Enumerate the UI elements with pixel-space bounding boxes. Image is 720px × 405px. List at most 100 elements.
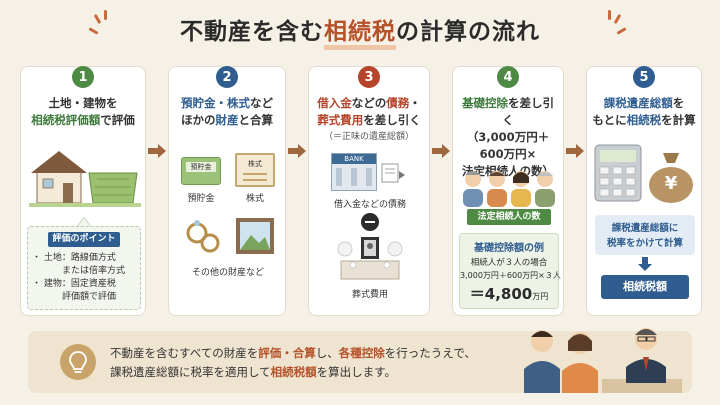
summary-text: 不動産を含むすべての財産を評価・合算し、各種控除を行ったうえで、 課税遺産総額に… [110,344,476,382]
step3-line2a: 葬式費用 [317,113,364,127]
summary-k2: 各種控除 [338,346,385,360]
step3-line1c: 債務 [386,96,410,110]
point2-line2: 評価額で評価 [62,292,117,302]
title-part1: 不動産を含む [180,19,324,45]
step4-line1a: 基礎控除 [462,96,508,110]
step5-line2a: もとに [592,113,627,127]
arrow-down-icon [638,257,652,271]
consultation-people-icon [524,328,682,393]
example-line1: 相続人が３人の場合 [470,258,548,268]
step1-line2a: 相続税評価額 [31,113,101,127]
calc-note-box: 課税遺産総額に 税率をかけて計算 [595,215,695,255]
step3-line1b: などの [351,96,387,110]
arrow-right-icon [288,144,306,158]
other-assets-label: その他の財産など [191,268,264,278]
step5-line1a: 課税遺産総額 [603,96,673,110]
summary-panel: 不動産を含むすべての財産を評価・合算し、各種控除を行ったうえで、 課税遺産総額に… [28,328,692,393]
summary-s4: 課税遺産総額に税率を適用して [110,365,271,379]
title-part2: の計算の流れ [396,19,540,45]
step5-number: 5 [633,66,655,88]
step2-text: 預貯金・株式など ほかの財産と合算 [173,95,281,129]
page-title: 不動産を含む相続税の計算の流れ [0,8,720,50]
point1-line2: または倍率方式 [62,266,126,276]
callout-pointer-icon [77,217,91,227]
jewelry-icon [186,220,220,253]
valuation-points-title: 評価のポイント [48,232,120,247]
step4-text: 基礎控除を差し引く （3,000万円＋ 600万円× 法定相続人の数） [457,95,559,180]
valuation-points-list: ・ 土地：路線価方式 または倍率方式 ・ 建物：固定資産税 評価額で評価 [32,252,125,304]
example-result: ＝4,800 [469,285,533,303]
summary-s2: し、 [315,346,339,360]
step3-line2b: を差し引く [363,113,421,127]
money-bag-icon: ¥ [645,149,697,203]
step1-text: 土地・建物を 相続税評価額で評価 [25,95,141,129]
stock-label: 株式 [245,194,264,204]
step1-line2b: で評価 [100,113,135,127]
step1-number: 1 [72,66,94,88]
summary-k1: 評価・合算 [258,346,316,360]
step3-note: （＝正味の遺産総額） [323,132,414,142]
lightbulb-icon [60,344,96,380]
stock-certificate-icon: 株式 [235,153,275,187]
heirs-tag: 法定相続人の数 [467,209,551,225]
step3-line1d: ・ [409,96,421,110]
step3-line1a: 借入金 [317,96,352,110]
certificate-label: 株式 [248,160,262,168]
step5-line1b: を [672,96,685,110]
example-line2: 3,000万円＋600万円×３人 [460,271,561,280]
example-unit: 万円 [532,292,549,301]
step5-line2c: を計算 [661,113,696,127]
step4-line2: （3,000万円＋ [466,130,550,144]
document-icon [381,163,405,183]
step5-line2b: 相続税 [626,113,662,127]
funeral-altar-icon [337,237,403,280]
calculator-icon [594,144,642,202]
step5-card: 5 課税遺産総額を もとに相続税を計算 ¥ 課税遺産総額に 税率をかけて計算 相… [586,66,702,316]
step1-line1: 土地・建物を [48,96,118,110]
step2-line1a: 預貯金・株式 [181,96,250,110]
example-result-row: ＝4,800万円 [460,283,558,304]
summary-s5: を算出します。 [316,365,397,379]
debt-label: 借入金などの債務 [333,200,406,210]
example-title: 基礎控除額の例 [474,243,544,254]
passbook-icon: 預貯金 [181,157,221,185]
summary-k3: 相続税額 [270,365,317,379]
step3-text: 借入金などの債務・ 葬式費用を差し引く （＝正味の遺産総額） [313,95,425,146]
step2-line2c: と合算 [238,113,274,127]
point1-line1: ・ 土地：路線価方式 [32,253,116,263]
step4-line4: 法定相続人の数） [462,164,554,178]
step2-line2a: ほかの [181,113,216,127]
house-land-icon [29,151,141,207]
inheritance-tax-result: 相続税額 [601,275,689,299]
minus-icon [361,213,379,231]
arrow-right-icon [148,144,166,158]
step3-card: 3 借入金などの債務・ 葬式費用を差し引く （＝正味の遺産総額） BANK 借入… [308,66,430,316]
step2-line1b: など [250,96,273,110]
step1-card: 1 土地・建物を 相続税評価額で評価 評価のポイント ・ 土地：路線価方式 また… [20,66,146,316]
funeral-label: 葬式費用 [351,290,388,300]
bank-label: BANK [332,154,376,164]
step2-card: 2 預貯金・株式など ほかの財産と合算 預貯金 預貯金 株式 株式 その他の財産… [168,66,286,316]
step4-number: 4 [497,66,519,88]
calc-line1: 課税遺産総額に [611,223,679,234]
title-highlight: 相続税 [324,19,396,50]
arrow-right-icon [432,144,450,158]
step2-number: 2 [216,66,238,88]
summary-s1: 不動産を含むすべての財産を [110,346,259,360]
bank-icon: BANK [331,153,377,191]
step5-text: 課税遺産総額を もとに相続税を計算 [591,95,697,129]
calc-line2: 税率をかけて計算 [606,238,683,249]
painting-icon [236,218,274,254]
point2-line1: ・ 建物：固定資産税 [32,279,116,289]
step2-line2b: 財産 [215,113,239,127]
step4-line3: 600万円× [479,147,537,161]
yen-symbol: ¥ [664,173,678,194]
arrow-right-icon [566,144,584,158]
valuation-points-box: 評価のポイント ・ 土地：路線価方式 または倍率方式 ・ 建物：固定資産税 評価… [27,226,141,310]
deposit-label: 預貯金 [187,194,215,204]
passbook-label: 預貯金 [186,162,216,172]
step3-number: 3 [358,66,380,88]
step4-card: 4 基礎控除を差し引く （3,000万円＋ 600万円× 法定相続人の数） 法定… [452,66,564,316]
summary-s3: を行ったうえで、 [384,346,476,360]
step4-line1b: を差し引く [502,96,554,127]
